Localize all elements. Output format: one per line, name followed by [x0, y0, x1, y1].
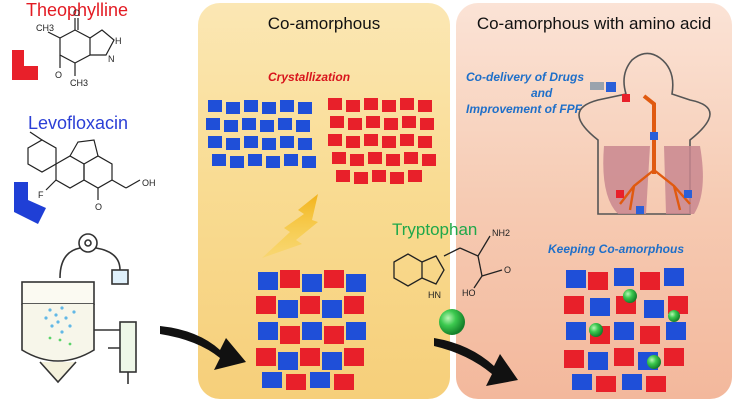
co-amorphous-cluster [256, 270, 366, 390]
human-lungs-icon [578, 52, 711, 215]
arrow-to-co-amorphous-icon [160, 326, 246, 370]
benefit-line-1: Co-delivery of Drugs [466, 70, 585, 84]
trp-oh-text: HO [462, 288, 476, 298]
levo-oh-text: OH [142, 178, 156, 188]
theophylline-block-icon [12, 50, 38, 80]
levofloxacin-structure [27, 131, 141, 200]
theo-o-text: O [73, 8, 80, 18]
theo-n-text: N [108, 54, 115, 64]
trp-nh-text: HN [428, 290, 441, 300]
blue-crystal-lattice [206, 100, 316, 168]
theo-o2-text: O [55, 70, 62, 80]
co-amorphous-title: Co-amorphous [267, 14, 381, 33]
trp-nh2-text: NH2 [492, 228, 510, 238]
theo-ch3b-text: CH3 [36, 23, 54, 33]
crystallization-bolt-icon [262, 194, 318, 258]
amino-acid-panel-title: Co-amorphous with amino acid [476, 14, 712, 33]
levofloxacin-label: Levofloxacin [28, 113, 129, 133]
levo-f-text: F [38, 190, 44, 200]
keeping-co-amorphous-label: Keeping Co-amorphous [548, 242, 685, 256]
amino-acid-cluster [564, 268, 688, 392]
spray-particles [44, 306, 76, 346]
red-crystal-lattice [328, 98, 436, 184]
arrow-to-amino-acid-icon [434, 338, 518, 386]
theo-ch3-text: CH3 [70, 78, 88, 88]
theophylline-label: Theophylline [26, 0, 129, 20]
levofloxacin-block-icon [14, 182, 46, 224]
tryptophan-label: Tryptophan [392, 220, 478, 239]
theo-nh-text: H [115, 36, 122, 46]
theophylline-structure [47, 18, 115, 76]
levo-o-text: O [95, 202, 102, 212]
spray-dryer-icon [21, 233, 137, 384]
benefit-line-3: Improvement of FPF [466, 102, 583, 116]
tryptophan-structure [393, 235, 503, 289]
trp-o-text: O [504, 265, 511, 275]
crystallization-label: Crystallization [268, 70, 351, 84]
benefit-line-2: and [531, 86, 553, 100]
tryptophan-sphere-icon [439, 309, 465, 335]
